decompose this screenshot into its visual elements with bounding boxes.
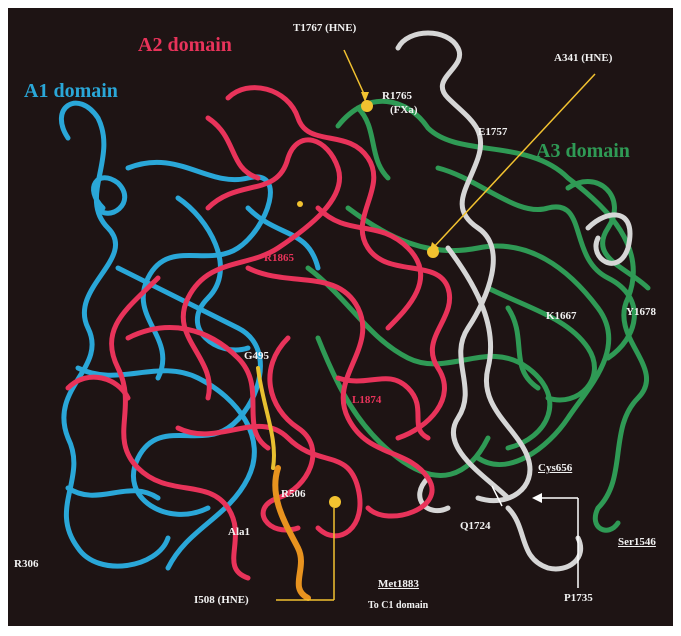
g495-label: G495 [244, 350, 269, 362]
a341-label: A341 (HNE) [554, 52, 612, 64]
l1874-label: L1874 [352, 394, 381, 406]
ala1-label: Ala1 [228, 526, 250, 538]
r506-label: R506 [281, 488, 305, 500]
a2-domain-label: A2 domain [138, 34, 232, 57]
met1883-label: Met1883 [378, 578, 419, 590]
t1767-label: T1767 (HNE) [293, 22, 356, 34]
a2-domain-ribbon [68, 88, 450, 578]
protein-structure-figure: A1 domain A2 domain A3 domain T1767 (HNE… [8, 8, 673, 626]
a1-domain-label: A1 domain [24, 80, 118, 103]
q1724-label: Q1724 [460, 520, 491, 532]
fxa-label: (FXa) [390, 104, 418, 116]
cys656-label: Cys656 [538, 462, 572, 474]
y1678-label: Y1678 [626, 306, 656, 318]
to-c1-domain-label: To C1 domain [368, 600, 428, 611]
t1767-marker [361, 100, 373, 112]
r306-label: R306 [14, 558, 38, 570]
a341-marker [427, 246, 439, 258]
k1667-label: K1667 [546, 310, 577, 322]
p1735-label: P1735 [564, 592, 593, 604]
a3-domain-label: A3 domain [536, 140, 630, 163]
r1865-label: R1865 [264, 252, 294, 264]
i508-marker [329, 496, 341, 508]
ser1546-label: Ser1546 [618, 536, 656, 548]
r1765-label: R1765 [382, 90, 412, 102]
e1757-label: E1757 [478, 126, 507, 138]
p1735-arrowhead [532, 493, 542, 503]
small-marker [297, 201, 303, 207]
i508-label: I508 (HNE) [194, 594, 249, 606]
